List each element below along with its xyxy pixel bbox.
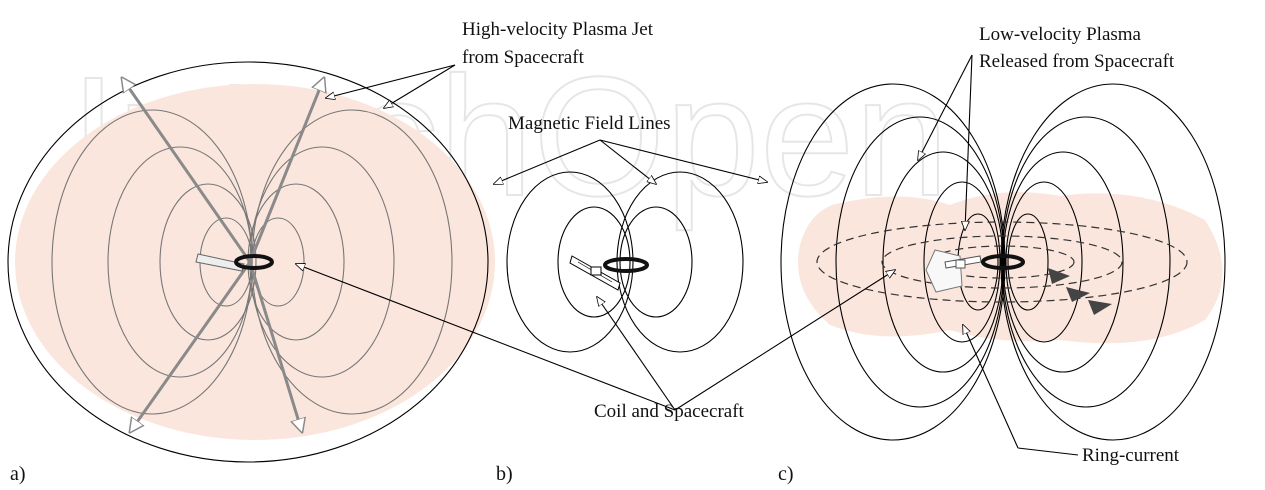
coil-c	[981, 254, 1025, 270]
ring-current-paths	[816, 221, 1188, 303]
plasma-jets	[122, 78, 324, 432]
label-low-velocity-plasma-line2: Released from Spacecraft	[979, 51, 1175, 72]
leader-high-velocity-jet	[326, 64, 456, 108]
leader-coil-and-spacecraft	[296, 264, 895, 411]
spacecraft-c	[925, 249, 982, 293]
spacecraft-b	[569, 255, 621, 291]
label-high-velocity-jet-line2: from Spacecraft	[462, 47, 585, 68]
ring-current-arrows	[1048, 268, 1112, 315]
panel-label-c: c)	[778, 463, 794, 485]
panel-a-plasma-jet	[7, 61, 495, 463]
leader-low-velocity-plasma	[918, 54, 973, 230]
label-low-velocity-plasma-line1: Low-velocity Plasma	[979, 24, 1142, 45]
label-ring-current: Ring-current	[1082, 445, 1180, 466]
leader-ring-current	[963, 325, 1079, 456]
label-coil-and-spacecraft: Coil and Spacecraft	[594, 401, 745, 422]
panel-label-b: b)	[496, 463, 513, 485]
panel-label-a: a)	[10, 463, 26, 485]
plasma-cloud-a	[15, 84, 495, 440]
field-lines-b	[506, 171, 744, 353]
leader-magnetic-field-lines	[494, 139, 767, 184]
panel-c-ring-current	[780, 83, 1226, 441]
label-magnetic-field-lines: Magnetic Field Lines	[508, 113, 671, 134]
coil-b	[603, 257, 649, 273]
panel-b-magnetic-field	[506, 171, 744, 353]
label-high-velocity-jet-line1: High-velocity Plasma Jet	[462, 19, 654, 40]
coil-a	[234, 254, 274, 270]
field-lines-c	[780, 83, 1226, 441]
spacecraft-a	[195, 253, 245, 272]
